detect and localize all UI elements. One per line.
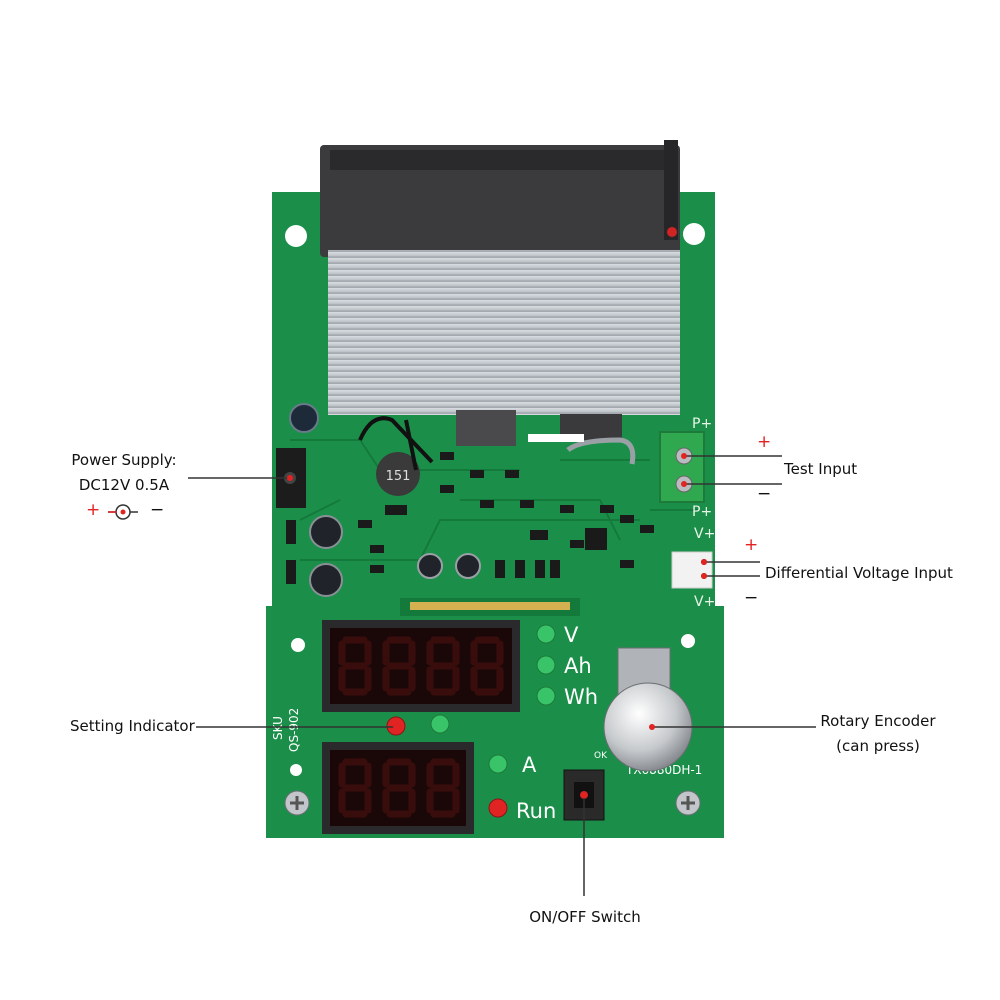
onoff-switch-label: ON/OFF Switch — [529, 908, 641, 926]
dc-polarity-icon — [108, 504, 138, 520]
diff-minus-sign: − — [744, 588, 759, 608]
diff-plus-sign: + — [744, 535, 759, 555]
rotary-encoder[interactable] — [603, 647, 693, 772]
rotary-encoder-label: Rotary Encoder — [820, 712, 936, 730]
silk-ok: OK — [594, 751, 608, 761]
power-plus-sign: + — [86, 500, 101, 520]
led-label-wh: Wh — [564, 685, 598, 709]
inductor — [376, 452, 420, 496]
setting-indicator-label: Setting Indicator — [70, 717, 195, 735]
silk-model: QS-902 — [287, 708, 301, 752]
led-label-run: Run — [516, 799, 556, 823]
svg-text:P+: P+ — [692, 416, 712, 432]
led-a — [488, 754, 508, 774]
heatsink — [328, 250, 680, 415]
silk-sku: SKU — [271, 716, 285, 740]
rotary-encoder-note: (can press) — [836, 737, 920, 755]
power-supply-spec: DC12V 0.5A — [78, 476, 170, 494]
mount-hole — [285, 225, 307, 247]
jst-connector — [671, 551, 713, 589]
led-ah — [536, 655, 556, 675]
mount-hole — [683, 223, 705, 245]
test-minus-sign: − — [757, 484, 772, 504]
svg-text:151: 151 — [386, 469, 411, 484]
test-input-label: Test Input — [784, 460, 858, 478]
cooling-fan — [320, 145, 680, 257]
power-minus-sign: − — [150, 500, 165, 520]
capacitor — [309, 563, 343, 597]
screw — [284, 790, 310, 816]
seven-seg-digits — [338, 758, 460, 818]
led-setting-green — [430, 714, 450, 734]
led-run — [488, 798, 508, 818]
test-plus-sign: + — [757, 432, 772, 452]
power-supply-label: Power Supply: — [71, 451, 177, 469]
diff-voltage-label: Differential Voltage Input — [765, 564, 953, 582]
svg-text:V+: V+ — [694, 526, 715, 542]
capacitor — [289, 403, 319, 433]
capacitor — [309, 515, 343, 549]
led-label-a: A — [522, 753, 537, 777]
led-wh — [536, 686, 556, 706]
seven-seg-digits — [338, 636, 504, 696]
led-v — [536, 624, 556, 644]
led-label-ah: Ah — [564, 654, 592, 678]
capacitor — [417, 553, 443, 579]
capacitor — [455, 553, 481, 579]
led-label-v: V — [564, 623, 579, 647]
screw — [675, 790, 701, 816]
svg-text:P+: P+ — [692, 504, 712, 520]
